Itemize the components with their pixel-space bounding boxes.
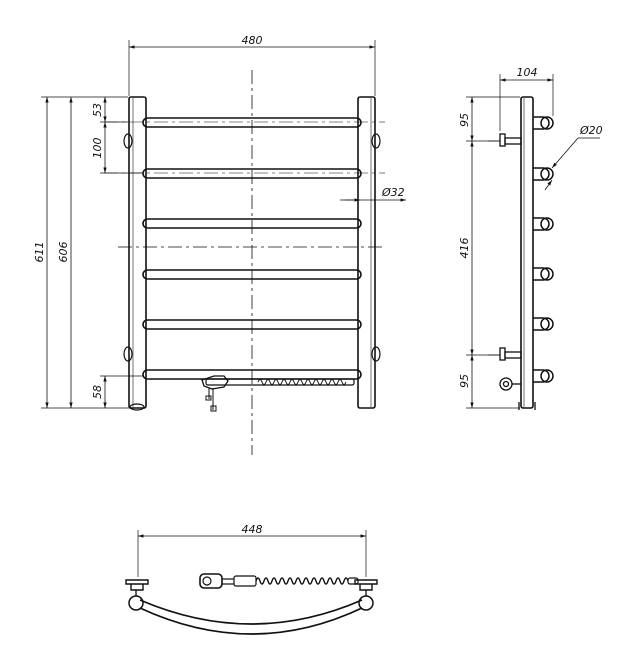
dim-rail-pitch: 100 xyxy=(91,138,104,159)
curved-rail xyxy=(139,607,363,635)
side-view xyxy=(466,74,600,410)
dim-rail-diameter: Ø32 xyxy=(381,186,405,199)
side-rail-ends xyxy=(533,116,554,383)
dim-height-inner: 606 xyxy=(57,242,70,263)
wall-brackets xyxy=(488,133,536,410)
left-post xyxy=(128,96,147,409)
rail xyxy=(142,319,362,330)
bottom-heater xyxy=(199,573,359,589)
rail xyxy=(142,269,362,280)
dim-side-top: 95 xyxy=(458,113,471,127)
dim-bottom-offset: 58 xyxy=(91,385,104,399)
dim-side-diameter: Ø20 xyxy=(579,124,603,137)
dim-side-depth: 104 xyxy=(517,66,538,79)
dim-bottom-width: 448 xyxy=(242,523,263,536)
rail xyxy=(142,218,362,229)
bottom-view xyxy=(125,530,378,635)
dim-side-bottom: 95 xyxy=(458,374,471,388)
dim-overall-width: 480 xyxy=(242,34,263,47)
dim-top-offset: 53 xyxy=(91,103,104,117)
dim-side-mount-span: 416 xyxy=(458,238,471,259)
heating-element xyxy=(201,375,355,412)
front-view xyxy=(41,40,406,455)
rail xyxy=(142,117,362,128)
dim-height-outer: 611 xyxy=(33,242,46,263)
side-post xyxy=(520,96,534,409)
wall-flanges xyxy=(125,579,378,591)
rail xyxy=(142,168,362,179)
right-post xyxy=(357,96,376,409)
